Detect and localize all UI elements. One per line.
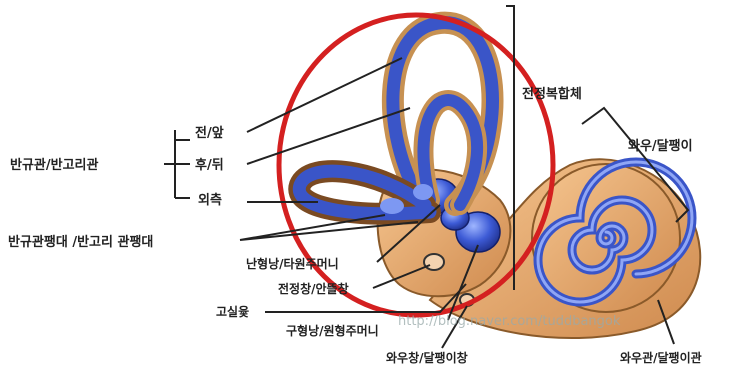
canal-group-bracket [175, 130, 190, 198]
label-cochlear-window: 와우창/달팽이창 [386, 350, 468, 365]
label-lateral: 외측 [198, 192, 222, 208]
label-vestibular-complex: 전정복합체 [522, 86, 582, 102]
leader-anterior [247, 58, 402, 132]
label-semicircular-canals: 반규관/반고리관 [10, 157, 99, 173]
label-fossa: 고실윷 [216, 304, 249, 319]
label-saccule: 구형낭/원형주머니 [286, 323, 379, 338]
label-vestibular-window: 전정창/안뜰창 [278, 281, 349, 296]
label-posterior: 후/뒤 [195, 157, 224, 173]
oval-window [424, 254, 444, 270]
label-anterior: 전/앞 [195, 125, 224, 141]
label-ampulla: 반규관팽대 /반고리 관팽대 [8, 234, 153, 250]
label-cochlea: 와우/달팽이 [628, 138, 693, 154]
label-cochlear-duct: 와우관/달팽이관 [620, 350, 702, 365]
watermark-text: http://blog.naver.com/tuddbangok [398, 314, 621, 329]
label-utricle: 난형낭/타원주머니 [246, 256, 339, 271]
